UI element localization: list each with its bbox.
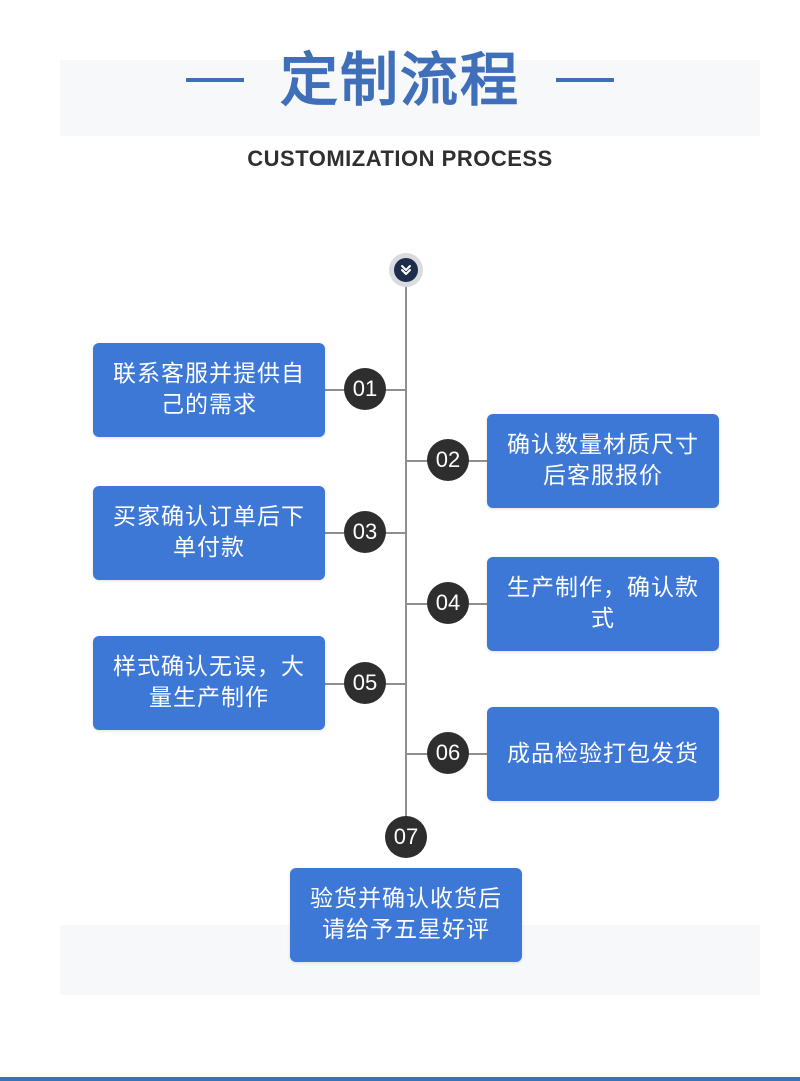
step-box-06: 成品检验打包发货 (487, 707, 719, 801)
step-box-03: 买家确认订单后下单付款 (93, 486, 325, 580)
step-box-07: 验货并确认收货后请给予五星好评 (290, 868, 522, 962)
step-number-04: 04 (427, 582, 469, 624)
chevron-double-down-icon (394, 258, 418, 282)
step-box-01: 联系客服并提供自己的需求 (93, 343, 325, 437)
page-subtitle: CUSTOMIZATION PROCESS (247, 146, 553, 171)
title-row: 定制流程 (0, 40, 800, 120)
timeline-line (405, 284, 407, 832)
timeline-start-marker (389, 253, 423, 287)
step-number-03: 03 (344, 511, 386, 553)
step-box-02: 确认数量材质尺寸后客服报价 (487, 414, 719, 508)
step-number-02: 02 (427, 439, 469, 481)
step-number-07: 07 (385, 816, 427, 858)
step-box-04: 生产制作，确认款式 (487, 557, 719, 651)
step-number-06: 06 (427, 732, 469, 774)
step-number-01: 01 (344, 368, 386, 410)
step-number-05: 05 (344, 662, 386, 704)
title-right-line (556, 78, 614, 82)
footer-bar (0, 1077, 800, 1081)
step-box-05: 样式确认无误，大量生产制作 (93, 636, 325, 730)
background-panel (60, 60, 760, 136)
title-left-line (185, 78, 244, 82)
page-title: 定制流程 (279, 46, 520, 114)
